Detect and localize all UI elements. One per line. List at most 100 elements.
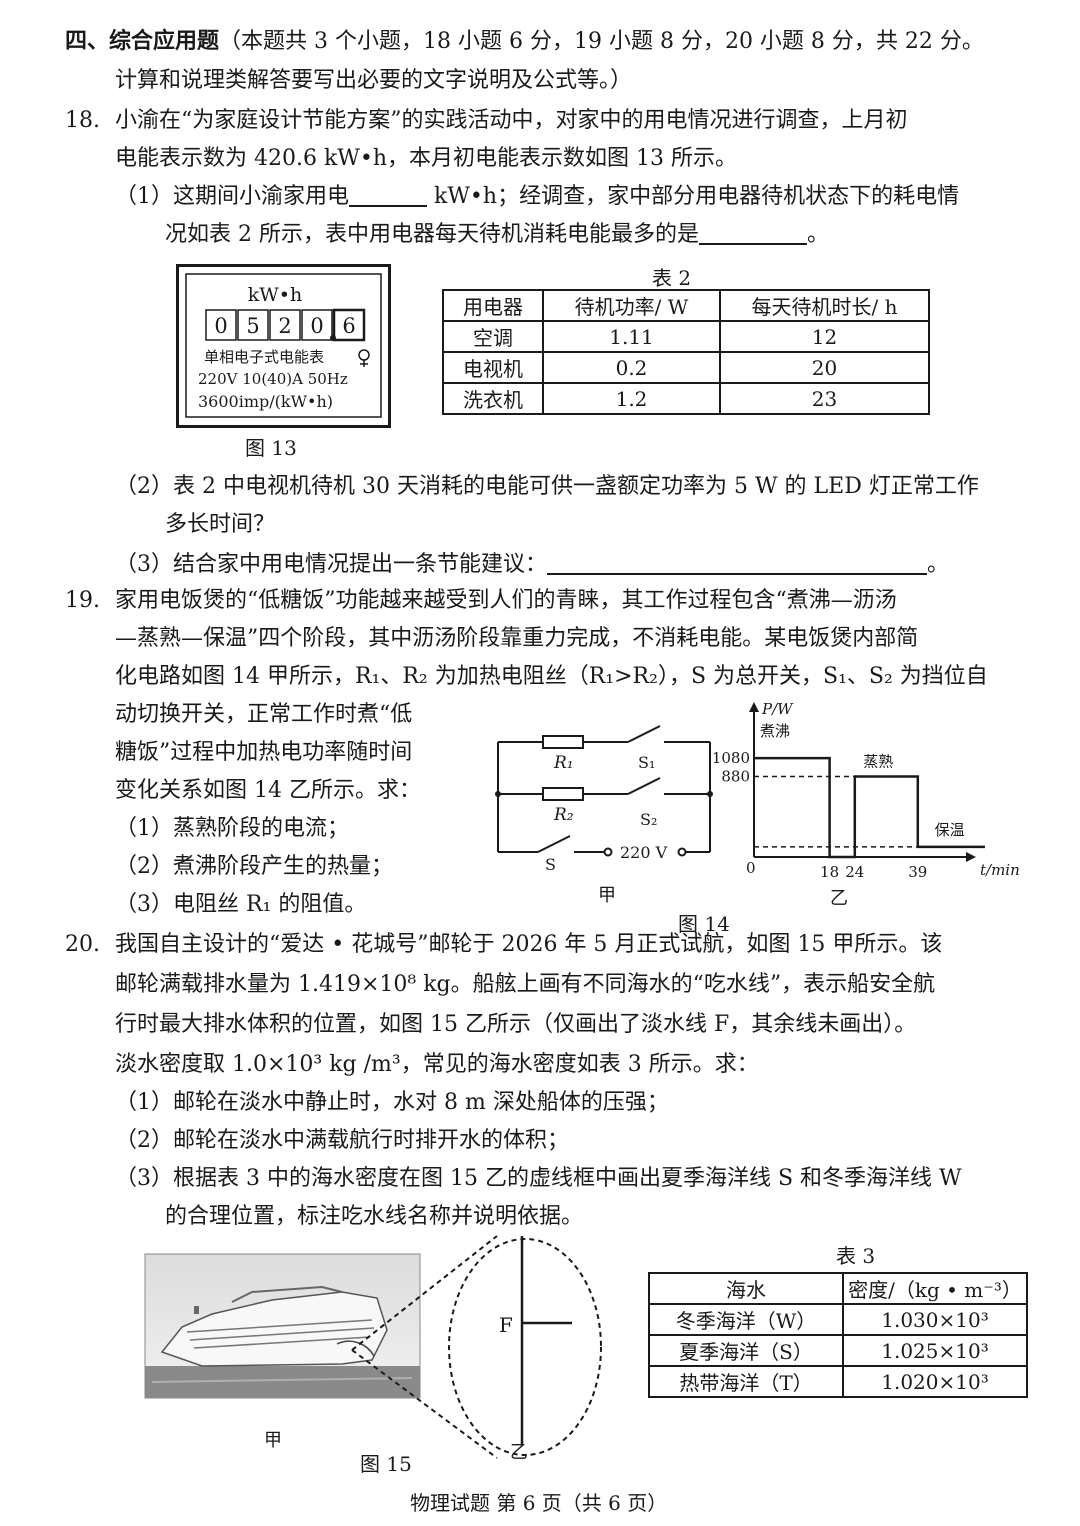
- table-cell: 1.025×10³: [842, 1334, 1028, 1367]
- q20-line1: 我国自主设计的“爱达 • 花城号”邮轮于 2026 年 5 月正式试航，如图 1…: [115, 932, 943, 957]
- table-header-cell: 待机功率/ W: [542, 289, 721, 322]
- electric-meter-figure: kW•h 0 5 2 0 6 单相电子式电能表 220V 10(40)A 50H…: [176, 264, 391, 428]
- meter-digit: 5: [246, 314, 259, 338]
- q18-line2: 电能表示数为 420.6 kW•h，本月初电能表示数如图 13 所示。: [115, 146, 738, 171]
- q18-part1-cont: 况如表 2 所示，表中用电器每天待机消耗电能最多的是 。: [165, 220, 829, 250]
- q18-part2: （2）表 2 中电视机待机 30 天消耗的电能可供一盏额定功率为 5 W 的 L…: [115, 474, 979, 499]
- section-title: 四、综合应用题: [65, 28, 220, 54]
- table-cell: 空调: [442, 320, 544, 353]
- label-s2: S₂: [640, 810, 657, 829]
- table-row: 电视机 0.2 20: [442, 351, 930, 384]
- meter-unit: kW•h: [248, 284, 303, 306]
- fig13-caption: 图 13: [245, 436, 297, 460]
- meter-name: 单相电子式电能表: [204, 348, 324, 366]
- table-cell: 20: [719, 351, 930, 384]
- q18-line1: 小渝在“为家庭设计节能方案”的实践活动中，对家中的用电情况进行调查，上月初: [115, 108, 908, 133]
- q18-part3-end: 。: [927, 552, 950, 577]
- circuit-label: 甲: [598, 885, 616, 906]
- q18-blank-energy[interactable]: [349, 183, 427, 207]
- q18-part1-text-a: （1）这期间小渝家用电: [115, 184, 349, 209]
- table-cell: 23: [719, 382, 930, 415]
- q19-number: 19.: [65, 588, 100, 613]
- draft-line-zoom-ellipse: [448, 1238, 602, 1456]
- stage-label-boil: 煮沸: [760, 722, 790, 740]
- switch-s2: [627, 777, 661, 795]
- zoom-line-bottom: [351, 1349, 498, 1459]
- label-r1: R₁: [553, 753, 574, 773]
- q19-sub1: （1）蒸熟阶段的电流；: [115, 816, 349, 841]
- table-header-cell: 用电器: [442, 289, 544, 322]
- section-header: 四、综合应用题（本题共 3 个小题，18 小题 6 分，19 小题 8 分，20…: [65, 26, 984, 57]
- table-cell: 0.2: [542, 351, 721, 384]
- table-header-cell: 海水: [648, 1272, 844, 1305]
- table-header-row: 用电器 待机功率/ W 每天待机时长/ h: [442, 289, 930, 322]
- q18-part1-text-c: 况如表 2 所示，表中用电器每天待机消耗电能最多的是: [165, 222, 699, 247]
- meter-digits: 0 5 2 0 6: [205, 308, 366, 342]
- q20-sub1: （1）邮轮在淡水中静止时，水对 8 m 深处船体的压强；: [115, 1090, 669, 1115]
- table-row: 冬季海洋（W） 1.030×10³: [648, 1303, 1028, 1336]
- table2-title: 表 2: [652, 266, 692, 290]
- table-cell: 夏季海洋（S）: [648, 1334, 844, 1367]
- q18-blank-suggestion[interactable]: [547, 551, 927, 575]
- line-f-label: F: [499, 1313, 513, 1337]
- q19-line3: 化电路如图 14 甲所示，R₁、R₂ 为加热电阻丝（R₁>R₂），S 为总开关，…: [115, 664, 988, 689]
- table-cell: 12: [719, 320, 930, 353]
- table-cell: 1.030×10³: [842, 1303, 1028, 1336]
- fig15-label-yi: 乙: [510, 1442, 528, 1463]
- q18-part2-cont: 多长时间？: [165, 512, 276, 537]
- meter-digit: 6: [342, 314, 355, 338]
- q19-line6: 变化关系如图 14 乙所示。求：: [115, 778, 421, 803]
- y-axis-label: P/W: [761, 700, 794, 718]
- q19-line2: —蒸熟—保温”四个阶段，其中沥汤阶段靠重力完成，不消耗电能。某电饭煲内部简: [115, 626, 919, 651]
- x-tick-label: 39: [908, 863, 927, 881]
- switch-s1: [627, 725, 661, 743]
- q20-line2: 邮轮满载排水量为 1.419×10⁸ kg。船舷上画有不同海水的“吃水线”，表示…: [115, 972, 936, 997]
- fig15-caption: 图 15: [360, 1452, 412, 1476]
- q18-part3-text: （3）结合家中用电情况提出一条节能建议：: [115, 552, 547, 577]
- table3-title: 表 3: [836, 1244, 876, 1268]
- table-cell: 洗衣机: [442, 382, 544, 415]
- table-header-cell: 密度/（kg • m⁻³）: [842, 1272, 1028, 1305]
- table-header-cell: 每天待机时长/ h: [719, 289, 930, 322]
- q18-part3: （3）结合家中用电情况提出一条节能建议： 。: [115, 550, 949, 580]
- q18-part1: （1）这期间小渝家用电 kW•h；经调查，家中部分用电器待机状态下的耗电情: [115, 182, 959, 212]
- fig15-label-jia: 甲: [264, 1430, 282, 1451]
- q19-line4: 动切换开关，正常工作时煮“低: [115, 702, 413, 727]
- stage-label-warm: 保温: [935, 821, 965, 839]
- cruise-ship-photo: [144, 1253, 421, 1399]
- table-cell: 1.11: [542, 320, 721, 353]
- q20-number: 20.: [65, 932, 100, 957]
- y-tick-label: 880: [721, 767, 750, 785]
- q19-line1: 家用电饭煲的“低糖饭”功能越来越受到人们的青睐，其工作过程包含“煮沸—沥汤: [115, 588, 897, 613]
- q19-line5: 糖饭”过程中加热电功率随时间: [115, 740, 413, 765]
- table-row: 洗衣机 1.2 23: [442, 382, 930, 415]
- origin-label: 0: [746, 859, 756, 877]
- power-series-line: [754, 756, 985, 859]
- circuit-diagram: R₁ S₁ R₂ S₂ S 220 V 甲: [495, 725, 713, 906]
- junction-right: [707, 791, 713, 797]
- q18-part1-text-b: kW•h；经调查，家中部分用电器待机状态下的耗电情: [427, 184, 960, 209]
- q18-part1-text-d: 。: [807, 222, 830, 247]
- table-row: 热带海洋（T） 1.020×10³: [648, 1365, 1028, 1398]
- x-tick-label: 24: [845, 863, 864, 881]
- resistor-r2: [542, 787, 584, 801]
- terminal-right: [677, 847, 687, 857]
- q20-line4: 淡水密度取 1.0×10³ kg /m³，常见的海水密度如表 3 所示。求：: [115, 1052, 759, 1077]
- x-tick-label: 18: [820, 863, 839, 881]
- page-footer: 物理试题 第 6 页（共 6 页）: [410, 1491, 668, 1515]
- label-s1: S₁: [638, 753, 655, 772]
- q18-blank-appliance[interactable]: [699, 221, 807, 245]
- section-desc-1: （本题共 3 个小题，18 小题 6 分，19 小题 8 分，20 小题 8 分…: [219, 29, 984, 54]
- table-row: 空调 1.11 12: [442, 320, 930, 353]
- table-header-row: 海水 密度/（kg • m⁻³）: [648, 1272, 1028, 1305]
- table-cell: 1.020×10³: [842, 1365, 1028, 1398]
- switch-s: [537, 835, 571, 853]
- x-axis-label: t/min: [980, 861, 1020, 879]
- chart-label: 乙: [830, 888, 848, 909]
- q20-line3: 行时最大排水体积的位置，如图 15 乙所示（仅画出了淡水线 F，其余线未画出）。: [115, 1012, 917, 1037]
- table3: 海水 密度/（kg • m⁻³） 冬季海洋（W） 1.030×10³ 夏季海洋（…: [648, 1272, 1028, 1398]
- decimal-point: [330, 335, 336, 341]
- table-cell: 1.2: [542, 382, 721, 415]
- terminal-left: [603, 847, 613, 857]
